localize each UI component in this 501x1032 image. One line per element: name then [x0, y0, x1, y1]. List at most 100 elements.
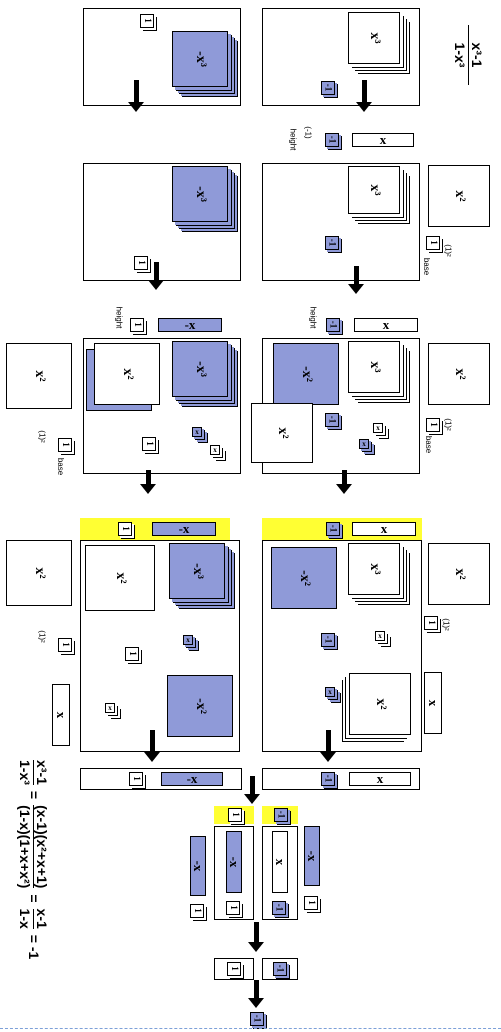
unit-one-cube: 1 — [228, 808, 242, 822]
x-rod-cube: x — [375, 631, 385, 641]
unit-one-base: 1 — [426, 236, 440, 250]
neg-x3-cube: -x³ — [172, 341, 228, 397]
neg-x-rod-cube: x — [192, 427, 202, 437]
x-bar-vertical: x — [272, 831, 288, 893]
x2-square: x² — [251, 403, 313, 463]
neg-x-rod-cube: x — [325, 687, 335, 697]
x2-square: x² — [85, 545, 155, 611]
panel-row2-right: x³ -1 — [262, 163, 420, 281]
x3-cube: x³ — [348, 12, 400, 64]
title-numerator: x³-1 — [468, 25, 485, 85]
neg-x-bar-vertical: -x — [304, 826, 320, 886]
height-label: height — [114, 306, 124, 329]
x-bar-vertical: x — [52, 684, 70, 746]
factor-left: 1 -x — [80, 768, 242, 790]
unit-neg-one-height: -1 — [326, 318, 340, 332]
unit-neg-one-height: -1 — [326, 522, 340, 536]
unit-one-base: 1 — [426, 418, 440, 432]
neg-x-bar-vertical: -x — [226, 831, 242, 893]
equation: x³-1 1-x³ = (x-1)(x²+x+1) (1-x)(1+x+x²) … — [10, 760, 58, 1008]
x-bar: x — [349, 771, 411, 786]
eq-lhs-den: 1-x³ — [17, 760, 34, 785]
panel-row3-right: -x² x³ x² -1 x x — [251, 338, 420, 474]
neg-x3-cube: -x³ — [172, 166, 228, 222]
unit-one-cube: 1 — [142, 437, 156, 451]
x2-square: x² — [94, 343, 160, 405]
eq-mid-den: (1-x)(1+x+x²) — [17, 805, 34, 889]
x2-square: x² — [6, 343, 72, 409]
x2-square: x² — [428, 543, 490, 605]
x3-cube: x³ — [348, 543, 400, 595]
unit-neg-one-cube: -1 — [325, 413, 339, 427]
x3-cube: x³ — [348, 341, 400, 393]
eq-rhs-den: 1-x — [17, 908, 34, 929]
x2-square: x² — [6, 540, 72, 606]
eq-sign: = — [26, 790, 42, 800]
unit-neg-one-cube: -1 — [273, 962, 287, 976]
height-label: height — [288, 128, 298, 151]
title-denominator: 1-x³ — [452, 42, 468, 68]
base-label: base — [56, 457, 66, 476]
x-bar: x — [352, 132, 414, 147]
unit-neg-one-height: -1 — [325, 133, 339, 147]
unit-one-cube: 1 — [304, 896, 318, 910]
one-sq-label: (1)² — [37, 430, 47, 443]
eq-mid-num: (x-1)(x²+x+1) — [34, 805, 51, 889]
eq-result: = -1 — [26, 934, 42, 960]
one-sq-label: (1)² — [443, 244, 453, 257]
x-bar: x — [352, 521, 416, 536]
x-rod-cube: x — [105, 703, 115, 713]
x2-square: x² — [428, 343, 490, 405]
one-sq-label: (1)² — [443, 418, 453, 431]
neg-x3-cube: -x³ — [172, 31, 228, 87]
one-sq-label: (1)² — [441, 618, 451, 631]
base-label: base — [422, 257, 432, 276]
x-rod-cube: x — [210, 445, 220, 455]
final-pair-left: 1 — [214, 958, 254, 980]
eq-sign: = — [26, 894, 42, 903]
unit-neg-one-cube: -1 — [325, 236, 339, 250]
unit-one-height: 1 — [118, 522, 132, 536]
unit-neg-one-height: -1 — [321, 772, 335, 786]
neg-x2-square: -x² — [271, 547, 337, 609]
bottom-dashed-line — [0, 1028, 501, 1029]
neg-x2-square: -x² — [167, 675, 233, 737]
neg-x-rod-cube: x — [359, 439, 369, 449]
neg-x-bar-vertical: -x — [190, 836, 206, 896]
panel-row1-right: x³ -1 — [262, 8, 420, 106]
final-pair-right: -1 — [262, 958, 298, 980]
unit-one-cube: 1 — [190, 904, 204, 918]
neg-x-rod-cube: x — [183, 635, 193, 645]
one-sq-label: (1)² — [37, 630, 47, 643]
eq-lhs-num: x³-1 — [34, 760, 51, 785]
x-bar: x — [354, 317, 418, 332]
unit-one-cube: 1 — [226, 901, 240, 915]
panel-row4-left: x² -x³ 1 x x -x² — [80, 540, 240, 752]
x-bar-vertical: x — [424, 672, 442, 734]
x3-cube: x³ — [348, 166, 400, 214]
cluster-left: -x 1 — [214, 826, 254, 920]
height-label: height — [308, 306, 318, 329]
neg-x-bar: -x — [158, 317, 222, 332]
unit-one-cube: 1 — [125, 647, 139, 661]
unit-one-height: 1 — [130, 318, 144, 332]
panel-row2-left: -x³ 1 — [83, 163, 241, 281]
neg-x-bar: -x — [152, 521, 216, 536]
factor-right: -1 x — [262, 768, 420, 790]
unit-one-cube: 1 — [140, 14, 154, 28]
panel-row3-left: x² -x³ 1 x x — [83, 338, 241, 474]
neg-x-bar: -x — [161, 771, 223, 786]
unit-one-base: 1 — [58, 638, 72, 652]
unit-one-cube: 1 — [134, 256, 148, 270]
x2-square: x² — [428, 165, 490, 227]
unit-one-height: 1 — [129, 772, 143, 786]
unit-one-base: 1 — [58, 438, 72, 452]
unit-one-base: 1 — [424, 616, 438, 630]
unit-neg-one-cube: -1 — [274, 808, 288, 822]
title-fraction: x³-1 1-x³ — [452, 25, 485, 85]
cluster-right: x -1 — [262, 826, 298, 920]
unit-neg-one-cube: -1 — [321, 633, 335, 647]
unit-neg-one-cube: -1 — [321, 81, 335, 95]
neg-x2-square: -x² — [273, 343, 339, 405]
